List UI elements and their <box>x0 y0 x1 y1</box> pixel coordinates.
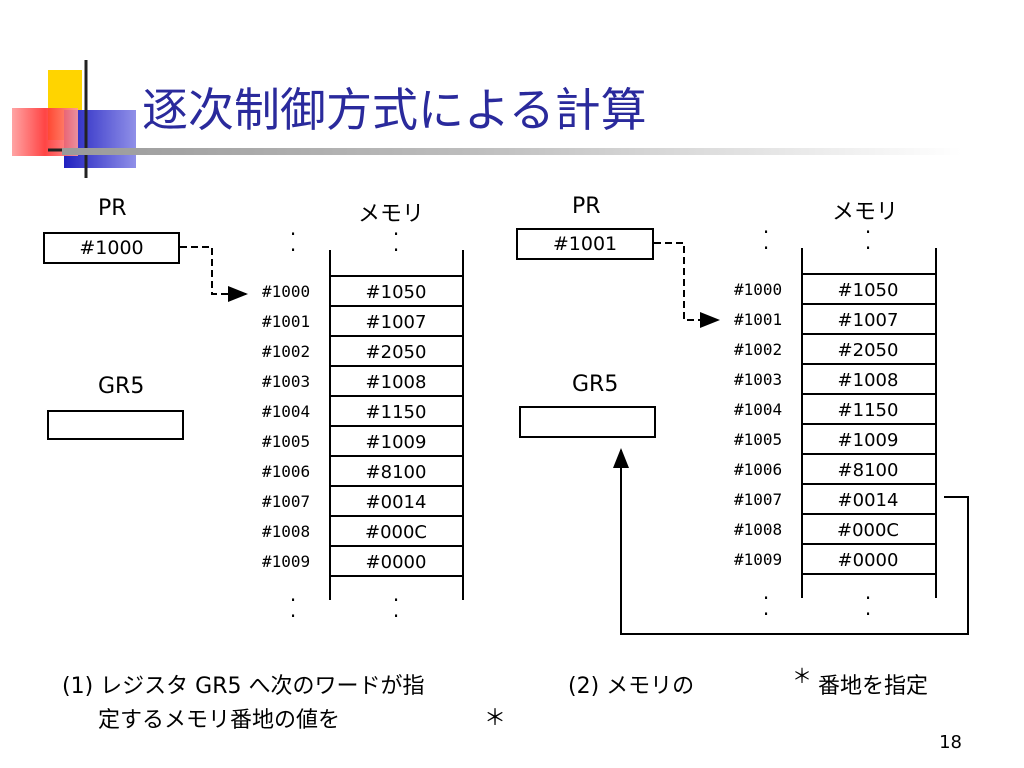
memory-label-2: メモリ <box>832 200 899 225</box>
address-label: #1002 <box>262 342 311 361</box>
ellipsis-bottom-addr-2: ·· <box>762 586 770 626</box>
caption-1-line2: 定するメモリ番地の値を <box>98 708 341 733</box>
memory-cell: #1008 <box>837 370 899 391</box>
memory-table-2 <box>801 248 937 598</box>
memory-cell: #2050 <box>837 340 899 361</box>
pr-pointer-arrow-2 <box>654 242 720 328</box>
address-label: #1001 <box>262 312 311 331</box>
ellipsis-top-mem-1: ·· <box>392 222 400 262</box>
gr5-register-2 <box>519 406 656 438</box>
address-label: #1004 <box>734 400 783 419</box>
pr-register-2: #1001 <box>516 228 654 260</box>
memory-table-1 <box>329 250 464 600</box>
address-label: #1008 <box>734 520 783 539</box>
address-label: #1005 <box>262 432 311 451</box>
memory-cell: #0000 <box>365 552 427 573</box>
memory-cell: #8100 <box>837 460 899 481</box>
page-number: 18 <box>939 732 962 753</box>
memory-cell: #000C <box>836 520 899 541</box>
address-label: #1005 <box>734 430 783 449</box>
memory-label-1: メモリ <box>358 202 425 227</box>
slide-title: 逐次制御方式による計算 <box>142 83 647 137</box>
caption-2-left: (2) メモリの <box>568 674 695 699</box>
address-label: #1001 <box>734 310 783 329</box>
address-label: #1000 <box>262 282 311 301</box>
pr-label-2: PR <box>572 194 601 219</box>
ellipsis-top-addr-2: ·· <box>762 220 770 260</box>
memory-cell: #1008 <box>365 372 427 393</box>
memory-cell: #0014 <box>837 490 899 511</box>
ellipsis-bottom-mem-1: ·· <box>392 588 400 628</box>
address-label: #1006 <box>262 462 311 481</box>
memory-cell: #1050 <box>365 282 427 303</box>
caption-1-line1: (1) レジスタ GR5 へ次のワードが指 <box>62 674 425 699</box>
address-label: #1009 <box>262 552 311 571</box>
address-label: #1000 <box>734 280 783 299</box>
address-label: #1008 <box>262 522 311 541</box>
memory-cell: #8100 <box>365 462 427 483</box>
memory-cell: #000C <box>364 522 427 543</box>
address-label: #1004 <box>262 402 311 421</box>
memory-cell: #1050 <box>837 280 899 301</box>
memory-cell: #0014 <box>365 492 427 513</box>
memory-cell: #0000 <box>837 550 899 571</box>
caption-2-right: 番地を指定 <box>818 674 929 699</box>
ellipsis-top-mem-2: ·· <box>864 220 872 260</box>
caption-1-asterisk: ＊ <box>484 706 507 731</box>
memory-cell: #1007 <box>365 312 427 333</box>
memory-cell: #1009 <box>837 430 899 451</box>
ellipsis-bottom-addr-1: ·· <box>289 588 297 628</box>
memory-cell: #1150 <box>365 402 427 423</box>
caption-2-asterisk: ＊ <box>792 664 812 688</box>
memory-cell: #2050 <box>365 342 427 363</box>
pr-label-1: PR <box>98 196 127 221</box>
address-label: #1007 <box>734 490 783 509</box>
address-label: #1006 <box>734 460 783 479</box>
address-label: #1003 <box>262 372 311 391</box>
memory-cell: #1009 <box>365 432 427 453</box>
title-divider <box>62 148 962 155</box>
address-label: #1007 <box>262 492 311 511</box>
address-label: #1009 <box>734 550 783 569</box>
memory-cell: #1007 <box>837 310 899 331</box>
gr5-register-1 <box>47 410 184 440</box>
address-label: #1003 <box>734 370 783 389</box>
gr5-label-2: GR5 <box>572 372 619 397</box>
load-path-arrow <box>613 448 969 635</box>
ellipsis-top-addr-1: ·· <box>289 222 297 262</box>
gr5-label-1: GR5 <box>98 374 145 399</box>
address-label: #1002 <box>734 340 783 359</box>
memory-cell: #1150 <box>837 400 899 421</box>
pr-register-1: #1000 <box>43 232 180 264</box>
pr-pointer-arrow-1 <box>180 246 248 302</box>
ellipsis-bottom-mem-2: ·· <box>864 586 872 626</box>
